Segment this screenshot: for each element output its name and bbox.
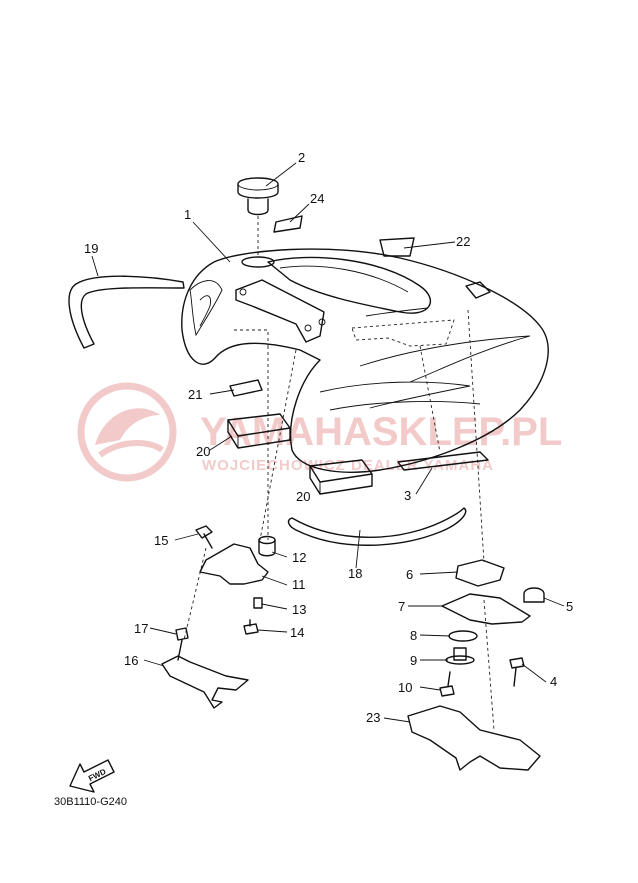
callout-7: 7 xyxy=(398,599,405,614)
bolt-4 xyxy=(509,657,525,687)
callout-2: 2 xyxy=(298,150,305,165)
bracket-16 xyxy=(161,655,249,709)
watermark-logo-icon xyxy=(77,382,177,482)
callout-16: 16 xyxy=(124,653,138,668)
fuel-tank xyxy=(181,248,549,563)
callout-13: 13 xyxy=(292,602,306,617)
pad-3 xyxy=(397,451,489,471)
emblem-22 xyxy=(379,237,415,257)
callouts: 1 2 3 4 5 6 7 8 9 10 11 12 13 14 15 16 1… xyxy=(84,150,573,725)
bolt-15 xyxy=(195,525,213,549)
diagram-code: 30B1110-G240 xyxy=(54,796,127,808)
bolt-17 xyxy=(175,627,189,661)
callout-14: 14 xyxy=(290,625,304,640)
callout-24: 24 xyxy=(310,191,324,206)
callout-4: 4 xyxy=(550,674,557,689)
caution-label-24 xyxy=(273,215,303,233)
nut-5 xyxy=(523,587,545,603)
bolt-14 xyxy=(243,619,259,635)
bolt-10 xyxy=(439,671,455,697)
bracket-23 xyxy=(407,705,541,771)
callout-11: 11 xyxy=(292,577,306,592)
callout-1: 1 xyxy=(184,207,191,222)
collar-13 xyxy=(253,597,263,609)
fwd-arrow-icon: FWD xyxy=(69,759,115,793)
collar-9 xyxy=(445,647,475,665)
callout-20-lower: 20 xyxy=(296,489,310,504)
side-strip-19 xyxy=(68,275,185,349)
callout-3: 3 xyxy=(404,488,411,503)
callout-23: 23 xyxy=(366,710,380,725)
callout-19: 19 xyxy=(84,241,98,256)
callout-12: 12 xyxy=(292,550,306,565)
callout-10: 10 xyxy=(398,680,412,695)
callout-9: 9 xyxy=(410,653,417,668)
bracket-6 xyxy=(455,559,505,587)
callout-6: 6 xyxy=(406,567,413,582)
callout-20-upper: 20 xyxy=(196,444,210,459)
washer-8 xyxy=(448,630,478,642)
filler-cap xyxy=(237,177,279,258)
callout-17: 17 xyxy=(134,621,148,636)
pad-21 xyxy=(229,379,263,397)
bracket-11 xyxy=(199,543,269,585)
callout-8: 8 xyxy=(410,628,417,643)
strip-18 xyxy=(287,507,467,546)
callout-5: 5 xyxy=(566,599,573,614)
callout-22: 22 xyxy=(456,234,470,249)
watermark-dealer: WOJCIECHOWICZ DEALER YAMAHA xyxy=(202,457,494,474)
callout-15: 15 xyxy=(154,533,168,548)
leader-lines xyxy=(91,162,565,723)
plate-7 xyxy=(441,593,531,625)
damper-20-upper xyxy=(227,413,291,449)
callout-21: 21 xyxy=(188,387,202,402)
callout-18: 18 xyxy=(348,566,362,581)
cushion-12 xyxy=(258,535,276,557)
